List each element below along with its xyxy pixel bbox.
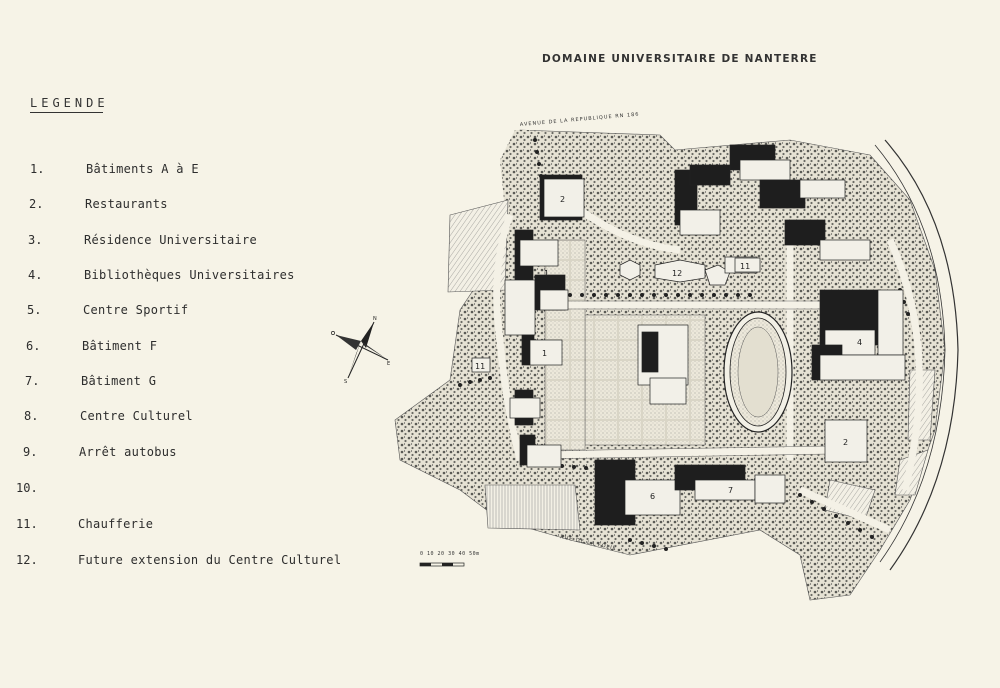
building-label: 7 bbox=[728, 486, 733, 495]
map-title: DOMAINE UNIVERSITAIRE DE NANTERRE bbox=[542, 53, 818, 65]
building-label: 12 bbox=[672, 269, 682, 278]
scale-label: 0 10 20 30 40 50m bbox=[420, 551, 480, 557]
building-label: 1 bbox=[542, 349, 547, 358]
legend-title: LEGENDE bbox=[30, 96, 109, 113]
compass-rose-icon: N E S bbox=[331, 316, 390, 385]
building-label: 2 bbox=[560, 195, 565, 204]
road-label-top: AVENUE DE LA REPUBLIQUE RN 186 bbox=[520, 112, 640, 128]
building-label: 2 bbox=[843, 438, 848, 447]
building-label: 11 bbox=[740, 262, 750, 271]
building-label: 11 bbox=[475, 362, 485, 371]
campus-map: 2 1 1 12 11 11 4 2 6 7 AVENUE DE LA REPU… bbox=[394, 112, 959, 601]
building-label: 6 bbox=[650, 492, 655, 501]
building-label: 4 bbox=[857, 338, 862, 347]
svg-text:S: S bbox=[344, 379, 347, 385]
building-label: 1 bbox=[544, 269, 549, 278]
svg-text:N: N bbox=[373, 316, 377, 322]
scale-bar bbox=[419, 562, 465, 567]
svg-text:E: E bbox=[387, 361, 390, 367]
